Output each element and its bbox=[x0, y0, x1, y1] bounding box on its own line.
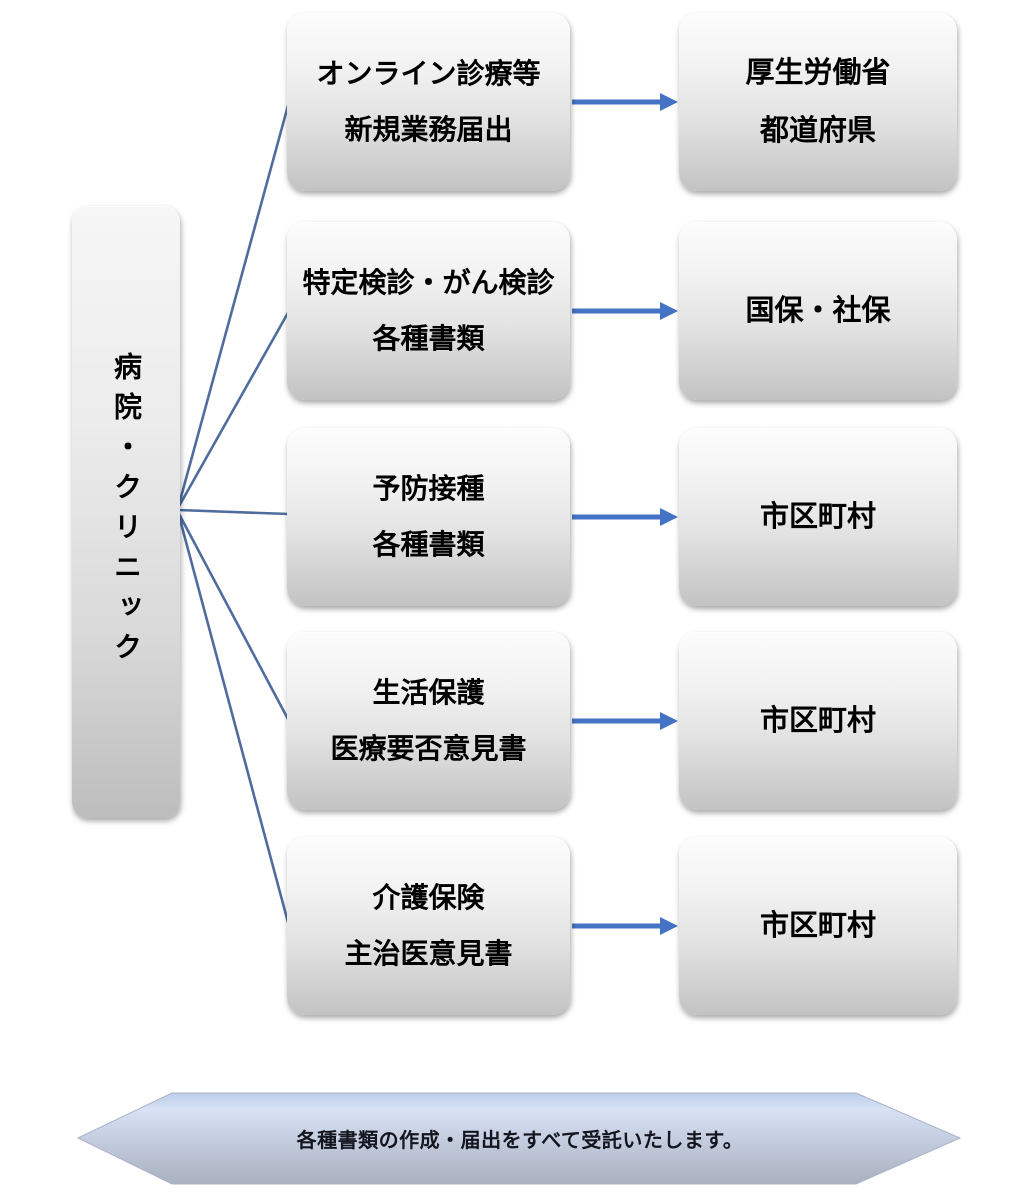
doc-box-nursing-care-insurance: 介護保険 主治医意見書 bbox=[287, 837, 570, 1015]
dest-box-line: 厚生労働省 bbox=[745, 57, 891, 89]
arrow-connector-2 bbox=[572, 302, 678, 320]
dest-box-kokuho-shaho: 国保・社保 bbox=[679, 222, 957, 400]
dest-box-municipality-1: 市区町村 bbox=[679, 428, 957, 606]
doc-box-line: 生活保護 bbox=[372, 677, 485, 708]
doc-box-line: 介護保険 bbox=[372, 882, 485, 913]
banner-text: 各種書類の作成・届出をすべて受託いたします。 bbox=[296, 1130, 744, 1152]
fan-line-2 bbox=[176, 310, 291, 509]
doc-box-line: 予防接種 bbox=[372, 473, 485, 504]
source-label: 病院・クリニック bbox=[111, 352, 142, 672]
dest-box-municipality-3: 市区町村 bbox=[679, 837, 957, 1015]
arrow-connector-1 bbox=[572, 93, 678, 111]
dest-box-line: 市区町村 bbox=[759, 705, 876, 737]
fan-line-4 bbox=[176, 511, 291, 722]
doc-box-line: 各種書類 bbox=[372, 323, 485, 354]
arrow-connector-3 bbox=[572, 508, 678, 526]
fan-line-5 bbox=[176, 511, 291, 927]
doc-box-line: 新規業務届出 bbox=[344, 114, 513, 145]
doc-box-line: 各種書類 bbox=[372, 529, 485, 560]
dest-box-line: 市区町村 bbox=[759, 501, 876, 533]
fan-line-3 bbox=[177, 508, 290, 516]
doc-box-line: オンライン診療等 bbox=[316, 58, 541, 89]
dest-box-mhlw-prefecture: 厚生労働省 都道府県 bbox=[679, 13, 957, 191]
doc-box-line: 医療要否意見書 bbox=[330, 733, 527, 764]
dest-box-municipality-2: 市区町村 bbox=[679, 632, 957, 810]
source-box-hospital-clinic: 病院・クリニック bbox=[72, 206, 180, 818]
fan-line-1 bbox=[176, 101, 291, 509]
arrow-connector-4 bbox=[572, 712, 678, 730]
arrow-connector-5 bbox=[572, 917, 678, 935]
doc-box-line: 主治医意見書 bbox=[344, 938, 513, 969]
doc-box-online-medical-notification: オンライン診療等 新規業務届出 bbox=[287, 13, 570, 191]
doc-box-vaccination: 予防接種 各種書類 bbox=[287, 428, 570, 606]
doc-box-specific-checkup: 特定検診・がん検診 各種書類 bbox=[287, 222, 570, 400]
dest-box-line: 都道府県 bbox=[759, 115, 876, 147]
dest-box-line: 国保・社保 bbox=[745, 295, 891, 327]
doc-box-line: 特定検診・がん検診 bbox=[302, 267, 555, 298]
dest-box-line: 市区町村 bbox=[759, 910, 876, 942]
doc-box-public-assistance: 生活保護 医療要否意見書 bbox=[287, 632, 570, 810]
